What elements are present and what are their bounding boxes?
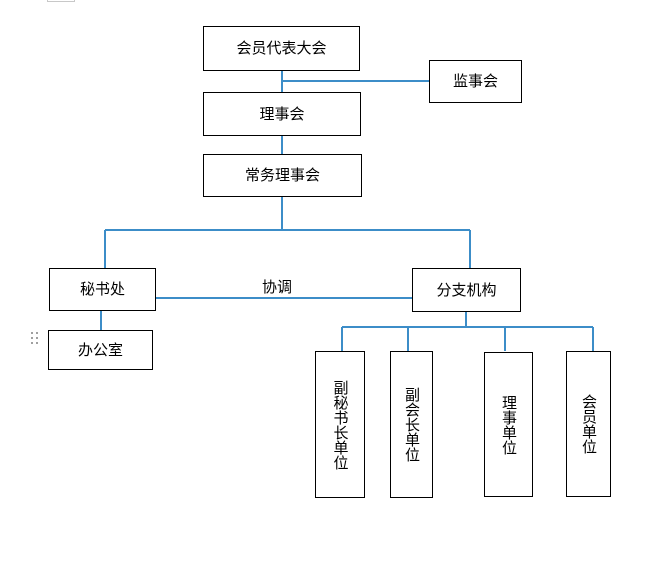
page-corner-mark: [47, 0, 75, 2]
node-vice-secretary-general-units-label: 副秘书长单位: [331, 379, 350, 470]
node-council-member-units: 理事单位: [484, 352, 533, 497]
node-standing-council: 常务理事会: [203, 154, 362, 197]
node-council: 理事会: [203, 92, 361, 136]
drag-handle-icon[interactable]: [30, 331, 40, 345]
node-council-label: 理事会: [259, 104, 305, 123]
node-assembly: 会员代表大会: [203, 26, 360, 71]
node-vice-secretary-general-units: 副秘书长单位: [315, 351, 365, 498]
coordination-label: 协调: [262, 278, 293, 296]
node-supervisors: 监事会: [429, 60, 522, 103]
node-branches-label: 分支机构: [436, 280, 497, 299]
node-vice-president-units: 副会长单位: [390, 351, 433, 498]
node-office-label: 办公室: [77, 340, 123, 359]
node-member-units-label: 会员单位: [580, 394, 598, 454]
node-council-member-units-label: 理事单位: [500, 394, 518, 455]
node-assembly-label: 会员代表大会: [236, 39, 327, 57]
node-office: 办公室: [48, 330, 153, 370]
node-branches: 分支机构: [412, 268, 521, 312]
node-secretariat-label: 秘书处: [79, 280, 125, 298]
node-supervisors-label: 监事会: [452, 72, 498, 90]
node-member-units: 会员单位: [566, 351, 611, 497]
node-standing-council-label: 常务理事会: [244, 166, 320, 184]
node-vice-president-units-label: 副会长单位: [403, 387, 421, 462]
node-secretariat: 秘书处: [49, 268, 156, 311]
